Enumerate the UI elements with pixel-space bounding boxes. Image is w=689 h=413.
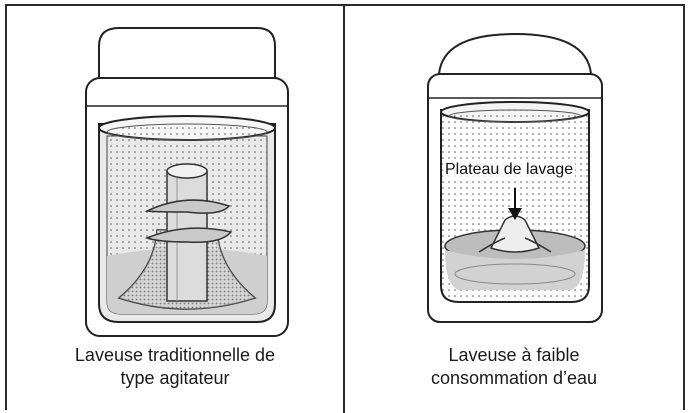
- wash-plate-label: Plateau de lavage: [443, 161, 576, 179]
- agitator-washer-illustration: [85, 27, 289, 337]
- caption-line: Laveuse à faible: [448, 345, 580, 365]
- caption-line: Laveuse traditionnelle de: [74, 345, 276, 365]
- low-water-washer-panel: Plateau de lavage Laveuse à faible conso…: [345, 6, 683, 413]
- caption-line: consommation d’eau: [430, 368, 598, 388]
- caption-line: type agitateur: [120, 368, 230, 388]
- low-water-washer-caption: Laveuse à faible consommation d’eau: [345, 344, 683, 390]
- agitator-washer-panel: Laveuse traditionnelle de type agitateur: [7, 6, 343, 413]
- panel-divider: [343, 4, 345, 413]
- arrow-down-icon: [508, 208, 522, 220]
- low-water-washer-illustration: [427, 32, 603, 323]
- agitator-washer-caption: Laveuse traditionnelle de type agitateur: [7, 344, 343, 390]
- figure-frame: [5, 4, 685, 410]
